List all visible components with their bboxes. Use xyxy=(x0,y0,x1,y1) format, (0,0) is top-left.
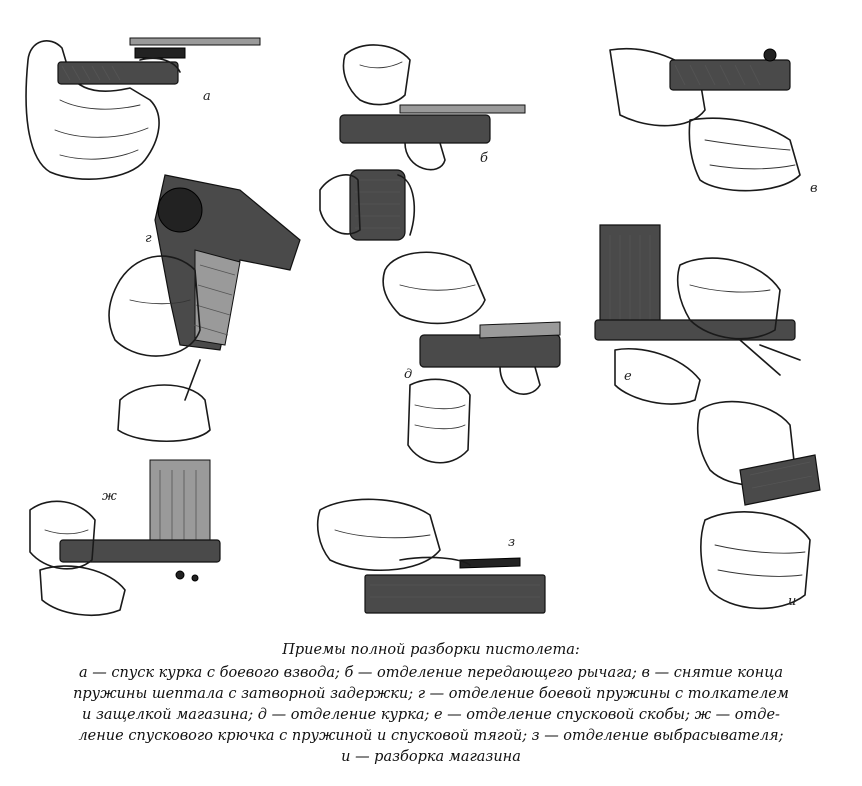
caption-title: Приемы полной разборки пистолета: xyxy=(282,642,580,658)
panel-g-drawing xyxy=(108,174,301,442)
caption-line-1: а — спуск курка с боевого взвода; б — от… xyxy=(79,665,783,681)
disassembly-illustration: а б в г д е ж з и xyxy=(25,37,821,616)
caption-line-2: пружины шептала с затворной задержки; г … xyxy=(73,686,789,702)
caption-line-5: и — разборка магазина xyxy=(341,749,521,765)
panel-label-z: з xyxy=(508,535,515,550)
panel-a-drawing xyxy=(25,37,261,180)
illustration-canvas: а б в г д е ж з и xyxy=(25,37,821,616)
figure-caption: Приемы полной разборки пистолета: а — сп… xyxy=(20,640,842,780)
panel-i-drawing xyxy=(696,400,821,610)
panel-b-drawing xyxy=(319,44,526,241)
panel-label-zh: ж xyxy=(102,489,117,504)
panel-label-d: д xyxy=(404,367,412,382)
panel-label-b: б xyxy=(480,151,488,166)
panel-label-a: а xyxy=(203,89,211,104)
panel-label-g: г xyxy=(145,231,152,246)
panel-label-i: и xyxy=(788,594,796,609)
panel-v-drawing xyxy=(609,47,801,192)
panel-d-drawing xyxy=(382,251,561,464)
panel-label-v: в xyxy=(810,181,818,196)
panel-z-drawing xyxy=(316,498,546,614)
caption-line-3: и защелкой магазина; д — отделение курка… xyxy=(82,707,780,723)
caption-line-4: ление спускового крючка с пружиной и спу… xyxy=(78,728,784,744)
panel-e-drawing xyxy=(594,224,801,405)
panel-label-e: е xyxy=(624,369,632,384)
panel-zh-drawing xyxy=(29,459,221,616)
